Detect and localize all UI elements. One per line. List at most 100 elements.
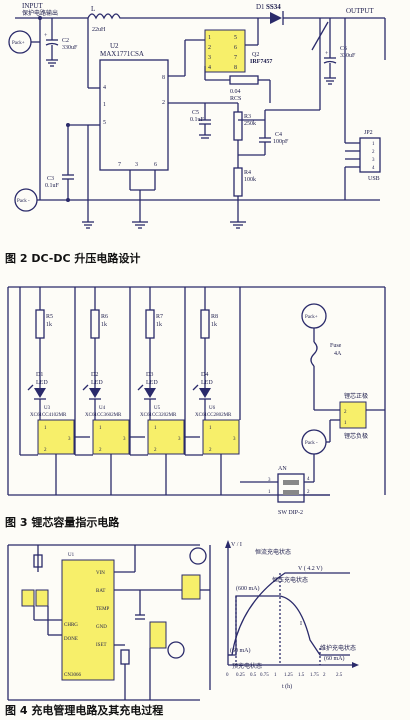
svg-text:8: 8 xyxy=(234,65,237,71)
svg-text:1: 1 xyxy=(209,426,212,431)
fig3-capacity-indicator: R5 1k R6 1k R7 1k R8 1k D1 LED D2 LED D3… xyxy=(5,286,386,529)
r8-resistor xyxy=(200,309,210,339)
inductor-label: L xyxy=(91,5,95,13)
c5-label: C5 xyxy=(192,110,199,116)
u5-chip xyxy=(147,419,185,455)
svg-text:1: 1 xyxy=(372,142,375,147)
output-label: OUTPUT xyxy=(346,7,374,15)
i600-label: (600 mA) xyxy=(236,585,260,592)
svg-text:0.25: 0.25 xyxy=(236,673,245,678)
c6-value: 330uF xyxy=(340,53,356,59)
svg-text:4: 4 xyxy=(372,166,375,171)
u6-label: U6 xyxy=(209,406,216,411)
fig2-boost-circuit: INPUT 保护电路输出 L 22uH D1 SS34 OUTPUT Pack+… xyxy=(5,2,386,265)
svg-text:2: 2 xyxy=(307,490,310,495)
svg-text:5: 5 xyxy=(103,120,106,126)
svg-text:3: 3 xyxy=(372,158,375,163)
svg-text:2: 2 xyxy=(154,448,157,453)
cell-plus-label: 锂芯正极 xyxy=(344,392,368,400)
svg-text:2: 2 xyxy=(209,448,212,453)
svg-text:3: 3 xyxy=(68,437,71,442)
rcs-value: 0.04 xyxy=(230,89,241,95)
rcs-resistor xyxy=(229,75,259,85)
d3-led-label: D3 xyxy=(146,372,153,378)
svg-text:1.5: 1.5 xyxy=(298,673,305,678)
svg-text:0: 0 xyxy=(226,673,229,678)
svg-text:8: 8 xyxy=(162,75,165,81)
svg-text:1k: 1k xyxy=(211,322,217,328)
u2-chip xyxy=(99,59,169,171)
dip-switch xyxy=(277,473,305,503)
r6-label: R6 xyxy=(101,314,108,320)
svg-text:1: 1 xyxy=(208,35,211,41)
q2-label: Q2 xyxy=(252,52,259,58)
fig2-caption: 图 2 DC-DC 升压电路设计 xyxy=(5,251,140,265)
c6-label: C6 xyxy=(340,46,347,52)
svg-text:1k: 1k xyxy=(101,322,107,328)
fig4-charge-management: U1 CN3066 VIN BAT TEMP GND ISET CHRG DON… xyxy=(5,540,359,717)
svg-text:1: 1 xyxy=(154,426,157,431)
svg-text:2: 2 xyxy=(372,150,375,155)
r5-resistor xyxy=(35,309,45,339)
svg-text:3: 3 xyxy=(208,55,211,61)
cc-state-label: 恒流充电状态 xyxy=(255,548,291,556)
svg-text:1: 1 xyxy=(99,426,102,431)
pre-state-label: 预充电状态 xyxy=(232,662,262,670)
r8-label: R8 xyxy=(211,314,218,320)
svg-text:XC61CC3602MR: XC61CC3602MR xyxy=(85,413,122,418)
svg-text:3: 3 xyxy=(233,437,236,442)
r4-label: R4 xyxy=(244,170,251,176)
r5-label: R5 xyxy=(46,314,53,320)
svg-text:4A: 4A xyxy=(334,351,342,357)
current-label: I xyxy=(300,621,302,627)
cell-connector xyxy=(339,401,367,429)
c2-label: C2 xyxy=(62,38,69,44)
svg-text:+: + xyxy=(325,51,329,57)
svg-text:Pack -: Pack - xyxy=(305,441,318,446)
svg-text:4: 4 xyxy=(208,65,211,71)
r4-value: 100k xyxy=(244,177,256,183)
svg-text:5: 5 xyxy=(234,35,237,41)
d4-led-label: D4 xyxy=(201,372,208,378)
svg-text:4: 4 xyxy=(307,477,310,482)
svg-text:XC61CC2802MR: XC61CC2802MR xyxy=(195,413,232,418)
svg-text:Pack+: Pack+ xyxy=(305,315,318,320)
svg-text:1: 1 xyxy=(44,426,47,431)
svg-text:3: 3 xyxy=(123,437,126,442)
current-curve xyxy=(228,595,350,656)
y-axis-label: V / I xyxy=(231,542,242,548)
svg-text:2: 2 xyxy=(344,410,347,415)
svg-text:1k: 1k xyxy=(156,322,162,328)
inductor-value: 22uH xyxy=(92,27,106,33)
svg-text:1: 1 xyxy=(103,102,106,108)
svg-text:1.75: 1.75 xyxy=(310,673,319,678)
pack-plus-label: Pack+ xyxy=(12,41,25,46)
u2-label: U2 xyxy=(110,42,119,50)
svg-text:XC61CC4102MR: XC61CC4102MR xyxy=(30,413,67,418)
svg-text:6: 6 xyxy=(154,162,157,168)
chip-name: CN3066 xyxy=(64,673,81,678)
svg-text:DONE: DONE xyxy=(64,637,78,642)
cv-state-label: 恒压充电状态 xyxy=(272,576,308,584)
d1-label: D1 xyxy=(256,3,265,11)
u3-chip xyxy=(37,419,75,455)
svg-text:1: 1 xyxy=(274,673,277,678)
fig4-caption: 图 4 充电管理电路及其充电过程 xyxy=(5,703,163,717)
x-axis-label: t (h) xyxy=(282,683,292,690)
charge-curve-graph: V / I t (h) 恒流充电状态 恒压充电状态 V ( 4.2 V) I (… xyxy=(225,540,359,690)
svg-text:GND: GND xyxy=(96,625,107,630)
pack-minus-label: Pack - xyxy=(17,199,30,204)
sw-label: SW DIP-2 xyxy=(278,510,303,516)
svg-text:LED: LED xyxy=(146,380,158,386)
svg-text:+: + xyxy=(44,33,48,39)
svg-text:TEMP: TEMP xyxy=(96,607,110,612)
input-sub-label: 保护电路输出 xyxy=(22,9,58,17)
d2-led-label: D2 xyxy=(91,372,98,378)
r3-value: 250k xyxy=(244,121,256,127)
svg-text:VIN: VIN xyxy=(96,571,105,576)
c5-value: 0.1uF xyxy=(190,117,205,123)
u3-label: U3 xyxy=(44,406,51,411)
svg-text:2: 2 xyxy=(99,448,102,453)
svg-text:3: 3 xyxy=(135,162,138,168)
